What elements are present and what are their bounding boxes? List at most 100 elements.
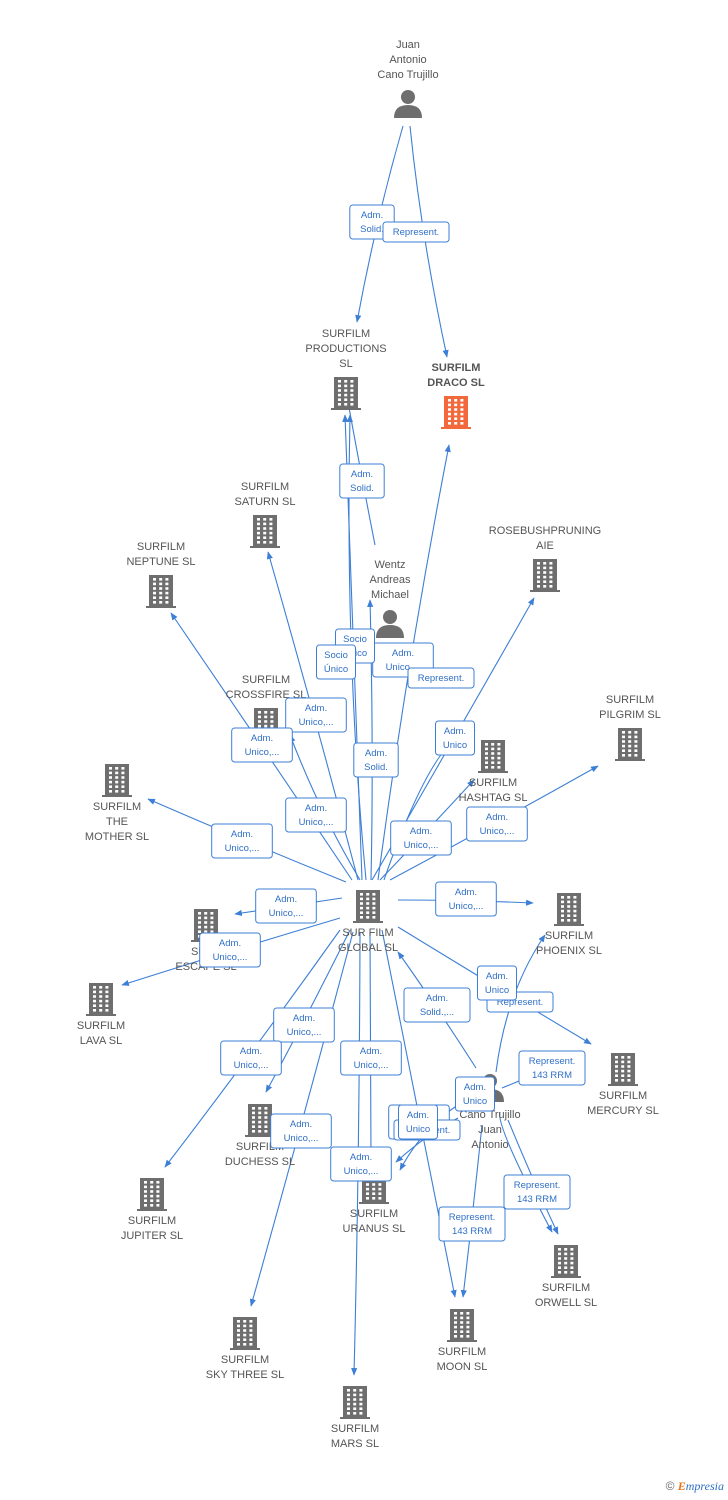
edge-label[interactable]: Adm.Unico <box>398 1104 438 1140</box>
edge-label-text: Unico <box>463 1096 487 1107</box>
edge-label[interactable]: Adm.Unico,... <box>211 823 273 859</box>
node-label-line: Juan <box>396 39 420 51</box>
edge-label-text: Adm. <box>407 1110 429 1121</box>
edge-label[interactable]: Adm.Unico,... <box>231 727 293 763</box>
edge-label[interactable]: Represent.143 RRM <box>438 1206 506 1242</box>
node-label-line: MARS SL <box>331 1438 379 1450</box>
edge-label[interactable]: Adm.Unico,... <box>340 1040 402 1076</box>
edge-label[interactable]: Adm.Unico,... <box>285 797 347 833</box>
edge-label[interactable]: Adm.Solid. <box>339 463 385 499</box>
edge-label-text: Unico <box>485 985 509 996</box>
edge-label-text: Adm. <box>350 1152 372 1163</box>
edge-label-text: Represent. <box>514 1180 560 1191</box>
edge-label[interactable]: Adm. Unico,... <box>199 932 261 968</box>
edge-label[interactable]: Represent. <box>407 667 475 689</box>
edge-label[interactable]: Adm.Unico <box>477 965 517 1001</box>
edge-cano_bottom-to-orwell <box>499 1111 553 1233</box>
node-label-line: SATURN SL <box>235 496 296 508</box>
edge-label-text: Adm. <box>293 1013 315 1024</box>
edge-label-text: Solid.,... <box>420 1007 454 1018</box>
edge-label-text: Unico,... <box>213 952 248 963</box>
node-label-line: Cano Trujillo <box>459 1109 520 1121</box>
node-label-line: SURFILM <box>137 541 185 553</box>
edge-label-text: Adm. <box>365 748 387 759</box>
edge-label[interactable]: Adm.Unico,... <box>466 806 528 842</box>
node-label-line: SURFILM <box>128 1215 176 1227</box>
edge-label[interactable]: Adm.Unico,... <box>285 697 347 733</box>
node-label-line: SURFILM <box>331 1423 379 1435</box>
edge-label[interactable]: Adm.Unico,... <box>273 1007 335 1043</box>
edge-label-text: Adm. <box>290 1119 312 1130</box>
edge-label[interactable]: Adm. Unico,... <box>270 1113 332 1149</box>
node-label-line: SURFILM <box>606 694 654 706</box>
edge-label[interactable]: Adm.Solid. <box>353 742 399 778</box>
edge-label-text: Socio <box>324 650 348 661</box>
node-label-line: SURFILM <box>221 1354 269 1366</box>
edge-label-text: Represent. <box>393 227 439 238</box>
node-label-line: HASHTAG SL <box>459 792 528 804</box>
edge-label[interactable]: Adm.Unico,... <box>330 1146 392 1182</box>
brand-name: mpresia <box>685 1479 724 1493</box>
building-icon <box>146 575 176 608</box>
edge-label-text: Único <box>324 664 348 675</box>
building-icon <box>615 728 645 761</box>
node-skythree[interactable]: SURFILM SKY THREE SL <box>206 1317 284 1381</box>
node-label-line: LAVA SL <box>80 1035 122 1047</box>
edge-label[interactable]: Represent.143 RRM <box>518 1050 586 1086</box>
edge-label-text: Adm. <box>360 1046 382 1057</box>
node-label-line: SURFILM <box>432 362 481 374</box>
building-icon <box>478 740 508 773</box>
edge-label-text: Adm. <box>305 803 327 814</box>
edge-label[interactable]: Adm.Unico,... <box>255 888 317 924</box>
node-label-line: SKY THREE SL <box>206 1369 284 1381</box>
edge-label[interactable]: Adm.Unico,... <box>390 820 452 856</box>
node-label-line: SURFILM <box>242 674 290 686</box>
edge-label-text: Adm. <box>410 826 432 837</box>
node-mars[interactable]: SURFILM MARS SL <box>331 1386 379 1450</box>
node-label-line: PHOENIX SL <box>536 945 602 957</box>
person-icon <box>376 610 404 638</box>
edge-label-text: Unico,... <box>284 1133 319 1144</box>
edge-label[interactable]: Adm.Unico <box>435 720 475 756</box>
edge-label[interactable]: Adm.Unico,... <box>435 881 497 917</box>
edge-label[interactable]: Represent. <box>382 221 450 243</box>
edge-label[interactable]: Adm.Unico <box>455 1076 495 1112</box>
edge-label-text: Unico <box>443 740 467 751</box>
node-label-line: CROSSFIRE SL <box>226 689 307 701</box>
edge-label-text: Adm. <box>219 938 241 949</box>
building-icon <box>353 890 383 923</box>
building-icon <box>441 396 471 429</box>
brand-initial: E <box>677 1479 686 1493</box>
node-label-line: SURFILM <box>350 1208 398 1220</box>
node-label-line: ROSEBUSHPRUNING <box>489 525 601 537</box>
building-icon <box>245 1104 275 1137</box>
building-icon <box>230 1317 260 1350</box>
brand-logo[interactable]: Empresia <box>678 1479 724 1493</box>
edge-label[interactable]: Adm.Unico,... <box>220 1040 282 1076</box>
node-label-line: GLOBAL SL <box>338 942 398 954</box>
edge-label[interactable]: Adm.Solid.,... <box>403 987 471 1023</box>
building-icon <box>530 559 560 592</box>
edge-label[interactable]: Represent.143 RRM <box>503 1174 571 1210</box>
node-label-line: Juan <box>478 1124 502 1136</box>
